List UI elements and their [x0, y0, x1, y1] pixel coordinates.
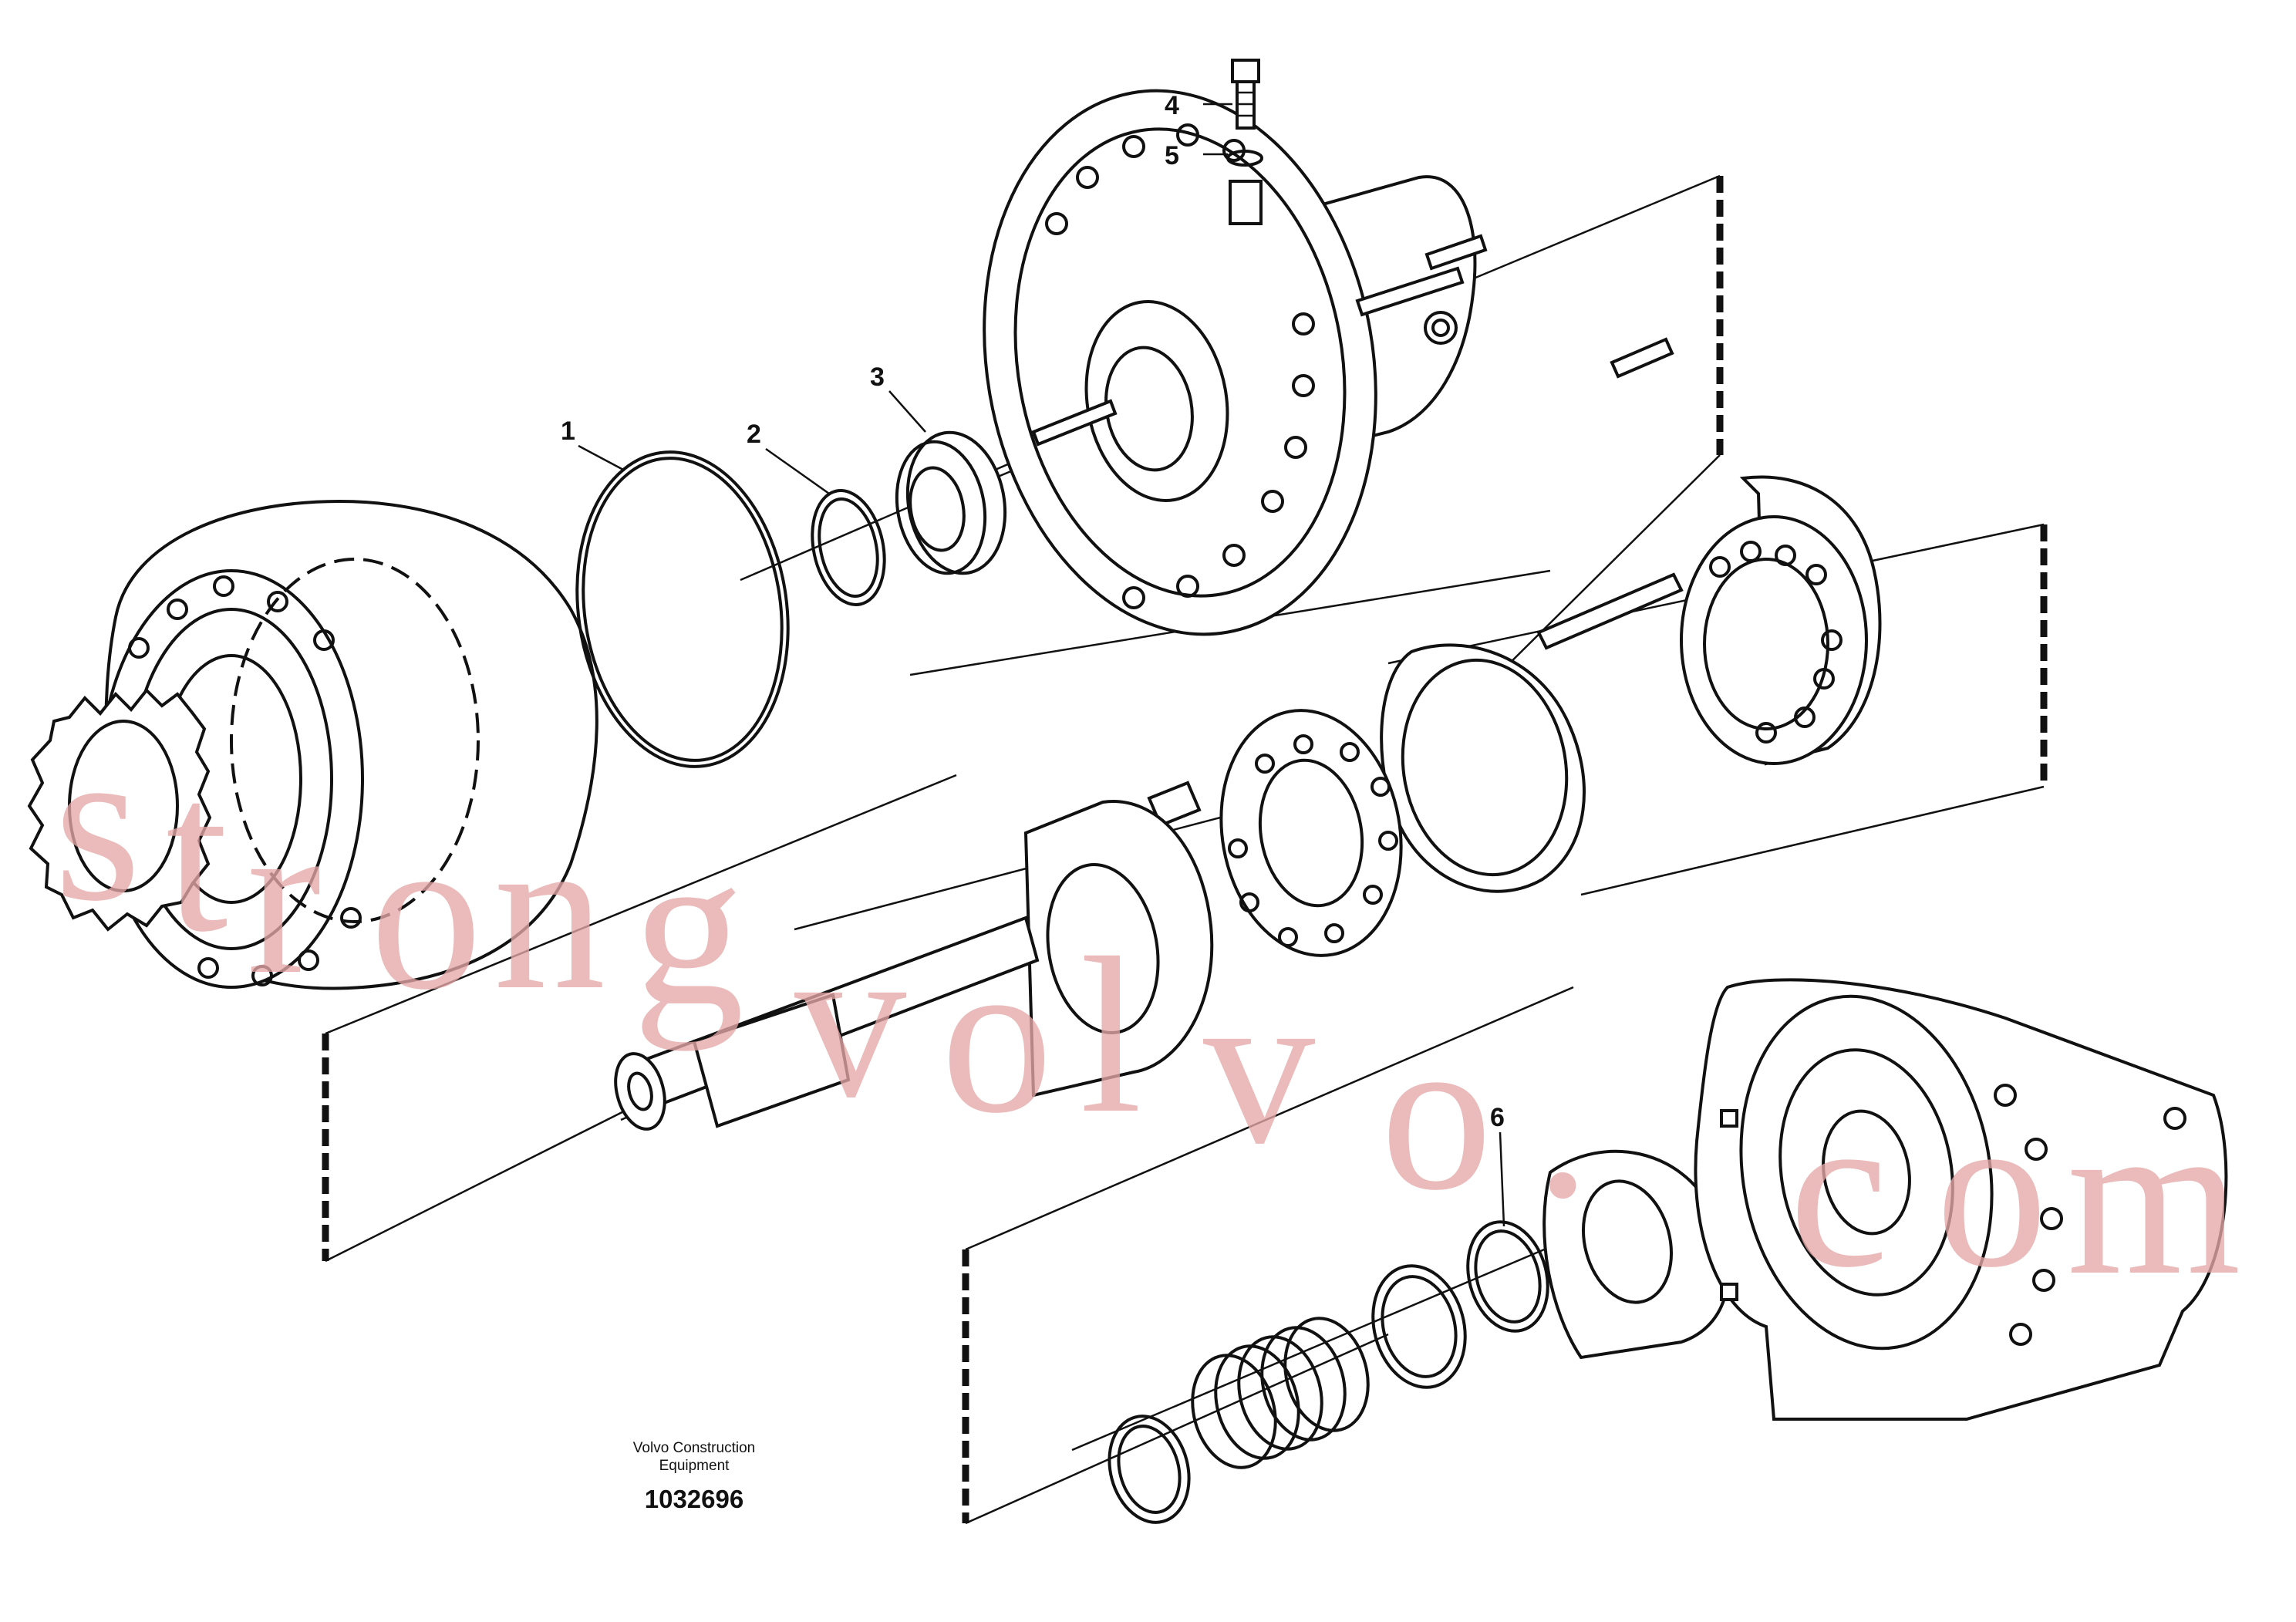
- watermark-char: v: [1203, 943, 1315, 1190]
- motor-flange-housing: [983, 89, 1674, 636]
- watermark-char: c: [1789, 1066, 1889, 1313]
- callout-1: 1: [561, 416, 575, 446]
- part-3-bearing: [895, 430, 1007, 575]
- pin: [1355, 266, 1465, 317]
- port-plate-holes: [1228, 734, 1398, 947]
- cylinder-bores: [1709, 541, 1843, 744]
- watermark-char: .: [1535, 996, 1591, 1244]
- watermark-char: v: [794, 896, 906, 1144]
- drawing-caption: Volvo Construction Equipment 1032696: [633, 1440, 755, 1513]
- pin: [1610, 337, 1674, 379]
- drawing-number: 1032696: [645, 1485, 743, 1513]
- watermark: s t r o n g v o l v o . c o m: [54, 700, 2241, 1321]
- thrust-plate: [1023, 800, 1214, 1098]
- watermark-char: l: [1080, 912, 1142, 1159]
- lower-washer: [1108, 1415, 1191, 1524]
- pin: [1031, 399, 1118, 447]
- valve-plate: [1380, 643, 1586, 893]
- spline-rod: [1536, 572, 1684, 650]
- caption-line-2: Equipment: [659, 1458, 730, 1474]
- callout-labels: 1 2 3 4 5 6: [561, 91, 1505, 1227]
- port-boss: [1229, 180, 1263, 225]
- watermark-char: g: [632, 804, 744, 1051]
- part-5-washer: [1226, 150, 1263, 167]
- callout-5: 5: [1165, 141, 1179, 170]
- watermark-char: o: [1381, 989, 1492, 1236]
- watermark-char: s: [54, 700, 141, 947]
- callout-6: 6: [1490, 1103, 1505, 1132]
- watermark-char: o: [941, 912, 1053, 1159]
- callout-3: 3: [870, 363, 885, 392]
- watermark-char: o: [1936, 1066, 2048, 1313]
- part-6-snap-ring: [1466, 1220, 1549, 1333]
- pin: [1424, 234, 1488, 271]
- watermark-char: t: [166, 730, 229, 978]
- callout-2: 2: [747, 420, 761, 449]
- watermark-char: r: [247, 773, 322, 1020]
- lower-assembly: [1108, 978, 2228, 1524]
- housing-bolt-holes: [128, 575, 362, 986]
- callout-4: 4: [1165, 91, 1179, 120]
- coil-spring: [1191, 1317, 1370, 1469]
- caption-line-1: Volvo Construction: [633, 1440, 755, 1456]
- part-2-retaining-ring: [811, 489, 886, 606]
- shaft-spline: [692, 993, 851, 1128]
- gearbox-bolt-holes: [1994, 1084, 2186, 1346]
- middle-assembly: [614, 475, 1882, 1131]
- watermark-char: m: [2067, 1074, 2241, 1321]
- gear-hub-housing: [27, 499, 598, 990]
- watermark-char: n: [494, 788, 605, 1036]
- gearbox-housing: [1694, 978, 2228, 1421]
- flange-bolt-holes: [1045, 123, 1315, 609]
- seal-ring: [1371, 1264, 1467, 1389]
- watermark-char: o: [370, 788, 482, 1036]
- part-1-o-ring: [575, 450, 790, 768]
- part-4-bolt: [1231, 59, 1260, 130]
